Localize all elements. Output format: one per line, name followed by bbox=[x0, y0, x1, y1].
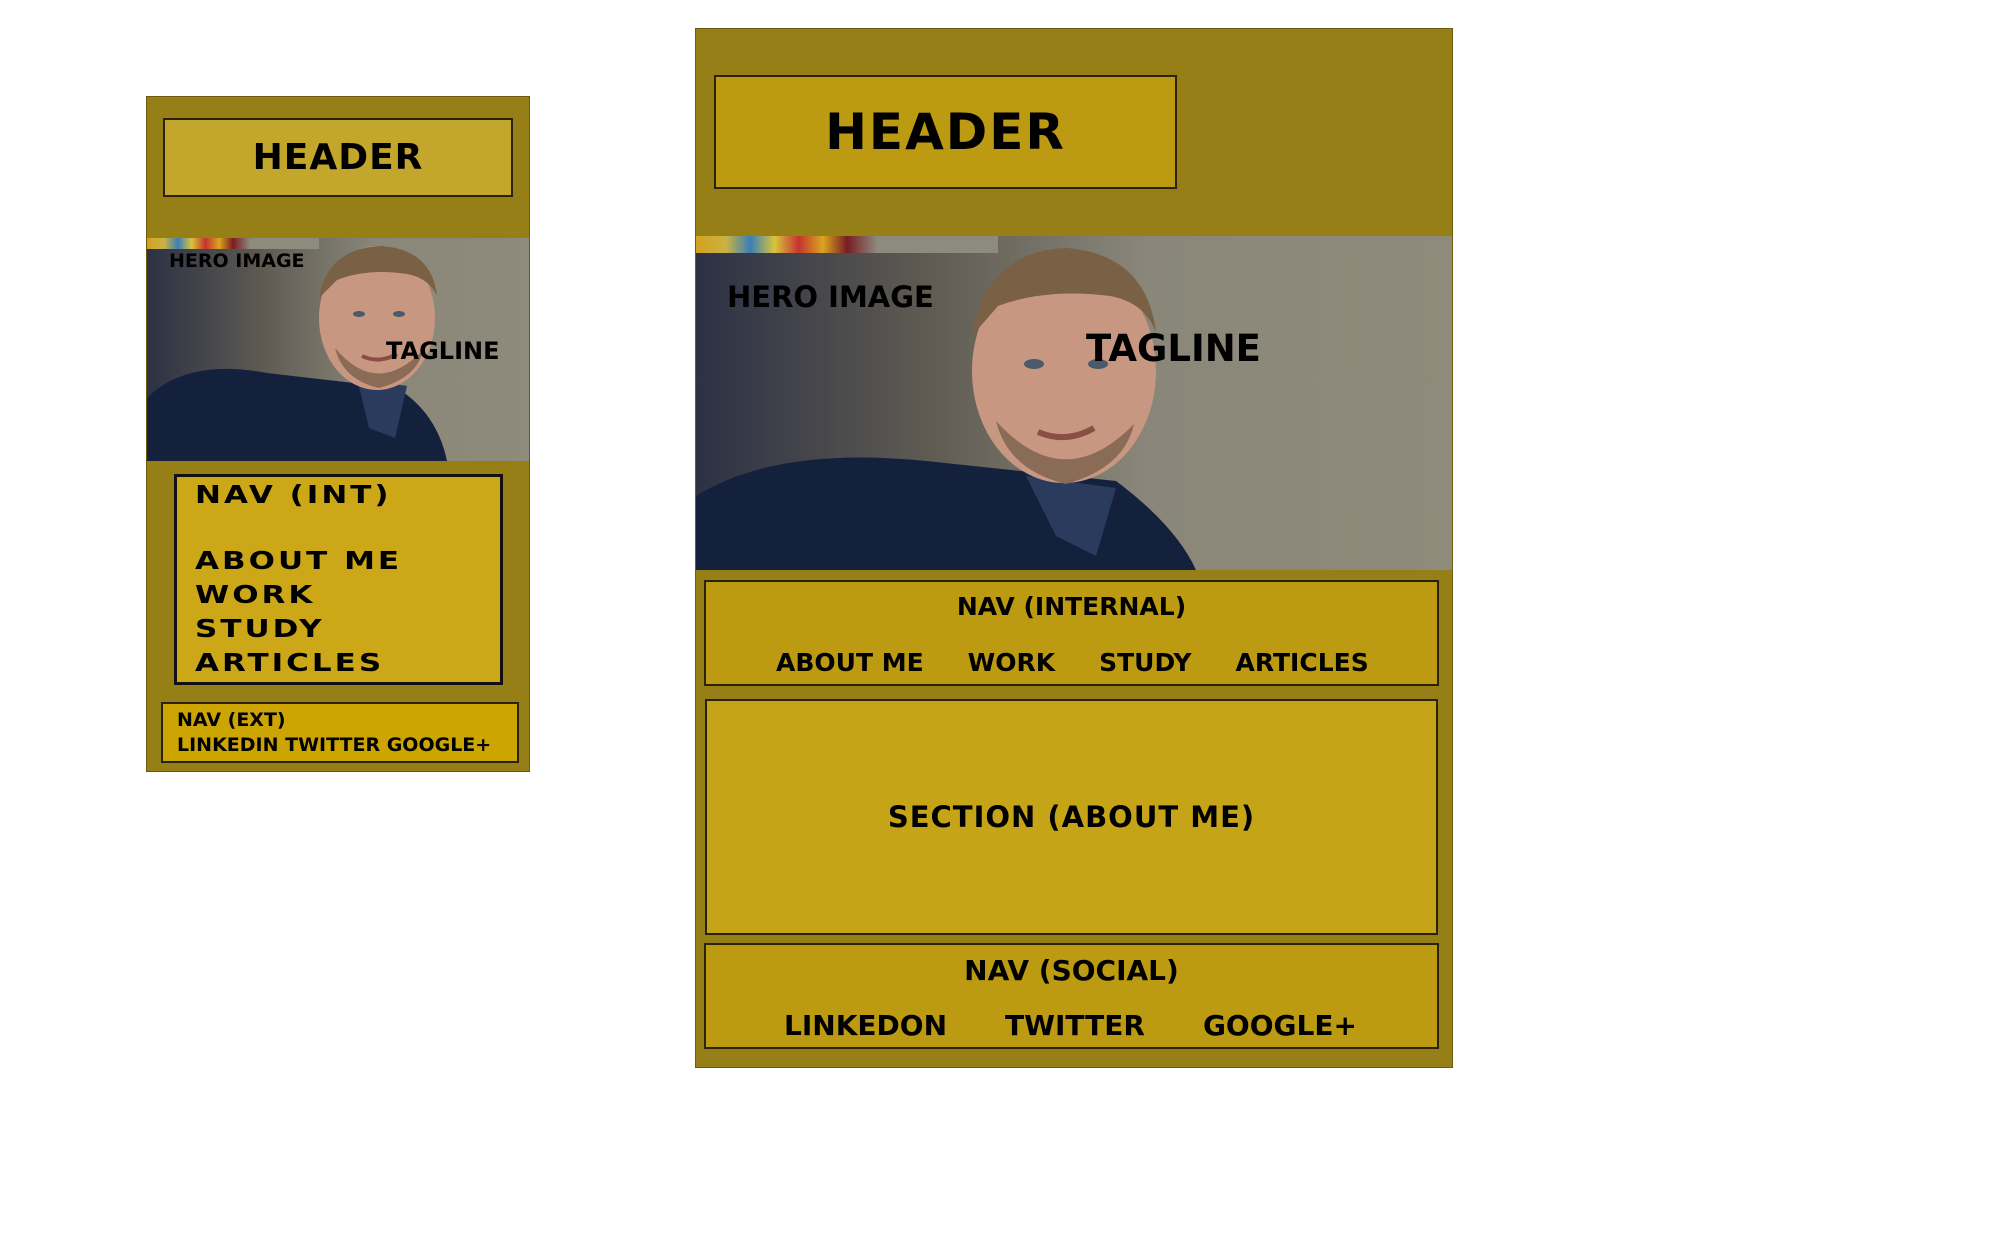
desktop-nav-internal-items: ABOUT ME WORK STUDY ARTICLES bbox=[776, 648, 1369, 677]
desktop-nav-internal-title: NAV (INTERNAL) bbox=[956, 592, 1187, 621]
desktop-wireframe: HEADER HERO IMAGE TAGLINE NAV (INTERNAL)… bbox=[695, 28, 1453, 1068]
mobile-nav-ext-box: NAV (EXT) LINKEDIN TWITTER GOOGLE+ bbox=[161, 702, 519, 763]
desktop-hero-label: HERO IMAGE bbox=[727, 280, 934, 314]
desktop-header-box: HEADER bbox=[714, 75, 1177, 189]
desktop-nav-social-items: LINKEDON TWITTER GOOGLE+ bbox=[784, 1009, 1357, 1042]
mobile-header-label: HEADER bbox=[252, 137, 424, 178]
person-photo-icon bbox=[696, 248, 1196, 570]
desktop-nav-item-about[interactable]: ABOUT ME bbox=[776, 648, 924, 677]
mobile-nav-int-item-articles[interactable]: ARTICLES bbox=[195, 648, 385, 678]
desktop-nav-social-box: NAV (SOCIAL) LINKEDON TWITTER GOOGLE+ bbox=[704, 943, 1439, 1049]
mobile-nav-ext-title: NAV (EXT) bbox=[177, 709, 286, 731]
mobile-nav-int-item-study[interactable]: STUDY bbox=[195, 614, 325, 644]
mobile-nav-int-item-about[interactable]: ABOUT ME bbox=[195, 546, 403, 576]
desktop-section-label: SECTION (ABOUT ME) bbox=[887, 800, 1256, 834]
mobile-nav-int-item-work[interactable]: WORK bbox=[195, 580, 316, 610]
mobile-hero-image: HERO IMAGE TAGLINE bbox=[147, 238, 529, 461]
desktop-nav-item-articles[interactable]: ARTICLES bbox=[1235, 648, 1369, 677]
mobile-nav-int-title: NAV (INT) bbox=[195, 480, 392, 510]
person-photo-icon bbox=[147, 246, 447, 461]
desktop-nav-item-study[interactable]: STUDY bbox=[1099, 648, 1192, 677]
mobile-tagline: TAGLINE bbox=[386, 337, 500, 365]
desktop-social-googleplus[interactable]: GOOGLE+ bbox=[1202, 1009, 1357, 1042]
desktop-section-about-box: SECTION (ABOUT ME) bbox=[705, 699, 1438, 935]
desktop-social-linkedon[interactable]: LINKEDON bbox=[784, 1009, 947, 1042]
desktop-tagline: TAGLINE bbox=[1086, 327, 1261, 370]
desktop-hero-image: HERO IMAGE TAGLINE bbox=[696, 236, 1452, 570]
desktop-header-label: HEADER bbox=[825, 103, 1066, 161]
desktop-nav-internal-box: NAV (INTERNAL) ABOUT ME WORK STUDY ARTIC… bbox=[704, 580, 1439, 686]
mobile-wireframe: HEADER HERO IMAGE TAGLINE NAV (INT) ABOU… bbox=[146, 96, 530, 772]
desktop-nav-social-title: NAV (SOCIAL) bbox=[964, 954, 1179, 987]
mobile-header-box: HEADER bbox=[163, 118, 513, 197]
desktop-social-twitter[interactable]: TWITTER bbox=[1005, 1009, 1145, 1042]
mobile-nav-ext-items[interactable]: LINKEDIN TWITTER GOOGLE+ bbox=[177, 734, 492, 756]
desktop-nav-item-work[interactable]: WORK bbox=[967, 648, 1056, 677]
mobile-hero-label: HERO IMAGE bbox=[169, 250, 305, 272]
mobile-nav-int-box: NAV (INT) ABOUT ME WORK STUDY ARTICLES bbox=[174, 474, 503, 685]
